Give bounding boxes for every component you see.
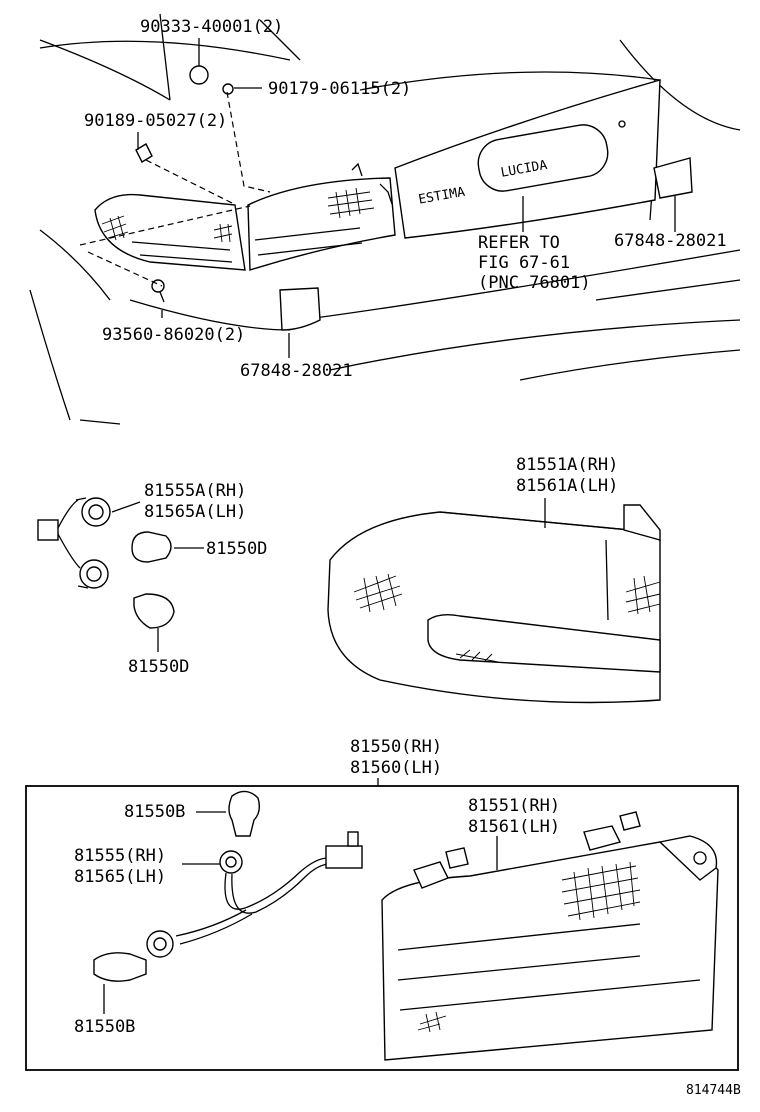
label-81551a-rh: 81551A(RH) xyxy=(516,455,618,475)
label-81550b-upper: 81550B xyxy=(124,802,185,822)
back-door-garnish: LUCIDA ESTIMA xyxy=(394,79,661,239)
label-81550d-lower: 81550D xyxy=(128,657,189,677)
label-81565a-lh: 81565A(LH) xyxy=(144,502,246,522)
clip-90189 xyxy=(135,143,153,163)
label-refer-line1: REFER TO xyxy=(478,233,560,253)
label-81560-lh: 81560(LH) xyxy=(350,758,442,778)
inner-lamp-assembly-box xyxy=(25,785,739,1071)
gasket-right xyxy=(653,157,693,199)
nut-90179 xyxy=(222,83,234,95)
label-81550d-upper: 81550D xyxy=(206,539,267,559)
outer-lamp-socket-cord xyxy=(37,497,111,589)
label-93560-86020: 93560-86020(2) xyxy=(102,325,245,345)
bulb-81550b-upper xyxy=(228,790,261,837)
rear-lamp-outer-top xyxy=(94,193,246,271)
cap-90333 xyxy=(189,65,209,85)
label-81561-lh: 81561(LH) xyxy=(468,817,560,837)
screw-93560 xyxy=(151,279,165,303)
gasket-lower xyxy=(279,287,321,331)
label-refer-line3: (PNC 76801) xyxy=(478,273,591,293)
label-81550b-lower: 81550B xyxy=(74,1017,135,1037)
label-90333-40001: 90333-40001(2) xyxy=(140,17,283,37)
diagram-id: 814744B xyxy=(686,1083,741,1098)
label-90189-05027: 90189-05027(2) xyxy=(84,111,227,131)
rear-lamp-outer-middle xyxy=(327,504,661,704)
rear-lamp-inner-top xyxy=(247,162,396,271)
bulb-81550b-lower xyxy=(93,952,147,982)
label-81551-rh: 81551(RH) xyxy=(468,796,560,816)
label-81555-rh: 81555(RH) xyxy=(74,846,166,866)
label-81555a-rh: 81555A(RH) xyxy=(144,481,246,501)
inner-lamp-socket-cord xyxy=(146,831,363,958)
label-81561a-lh: 81561A(LH) xyxy=(516,476,618,496)
rear-lamp-inner-bottom xyxy=(381,811,719,1061)
label-refer-line2: FIG 67-61 xyxy=(478,253,570,273)
label-90179-06115: 90179-06115(2) xyxy=(268,79,411,99)
label-67848-28021-right: 67848-28021 xyxy=(614,231,727,251)
bulb-81550d-lower xyxy=(133,593,175,629)
label-81550-rh: 81550(RH) xyxy=(350,737,442,757)
label-81565-lh: 81565(LH) xyxy=(74,867,166,887)
label-67848-28021-lower: 67848-28021 xyxy=(240,361,353,381)
bulb-81550d-upper xyxy=(131,531,172,563)
